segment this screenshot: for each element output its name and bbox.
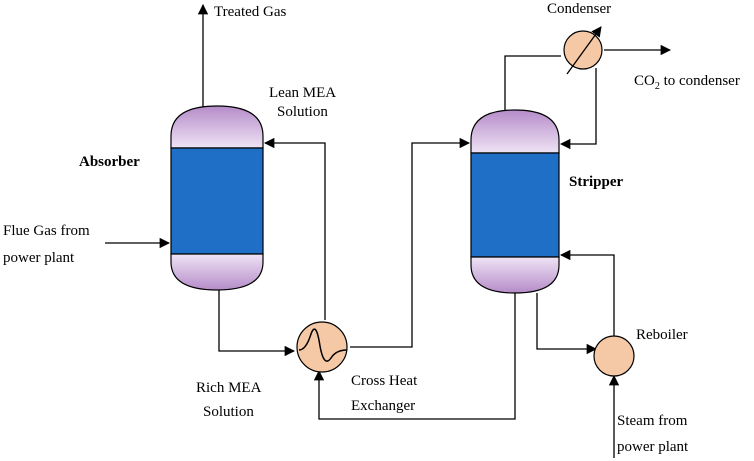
lean-mea-label-line1: Lean MEA: [269, 85, 336, 101]
condenser-exchanger: [563, 26, 603, 75]
cross-hx-label-line2: Exchanger: [351, 398, 415, 414]
rich-mea-label-line2: Solution: [203, 404, 254, 420]
lean-return-line: [313, 293, 516, 420]
cross-hx-label-line1: Cross Heat: [351, 373, 418, 389]
stripper-packed-section: [470, 152, 560, 258]
condenser-label: Condenser: [547, 1, 611, 17]
treated-gas-label: Treated Gas: [214, 4, 287, 20]
stripper-label: Stripper: [569, 174, 624, 190]
rich-mea-label-line1: Rich MEA: [196, 380, 262, 396]
stripper-vessel: [470, 109, 560, 294]
rich-mea-line: [218, 290, 296, 357]
steam-label-line1: Steam from: [617, 413, 688, 429]
hx-to-stripper-line: [350, 137, 471, 348]
overhead-vapor-line: [504, 55, 561, 110]
stripper-to-reboiler-line: [536, 293, 598, 355]
cross-heat-exchanger: [296, 321, 348, 373]
lean-mea-label-line2: Solution: [277, 104, 328, 120]
steam-label-line2: power plant: [617, 439, 689, 455]
flue-gas-label-line1: Flue Gas from: [3, 223, 90, 239]
flue-gas-label-line2: power plant: [3, 250, 75, 266]
stripper-top-cap: [470, 109, 560, 154]
cross-hx-curve-icon: [298, 328, 348, 362]
absorber-top-cap: [170, 105, 264, 149]
lean-mea-line: [263, 137, 326, 320]
co2-label: CO2 to condenser: [634, 73, 740, 92]
reboiler-exchanger: [593, 335, 635, 377]
reboiler-return-line: [559, 249, 615, 336]
reboiler-label: Reboiler: [636, 327, 688, 343]
absorber-vessel: [170, 105, 264, 291]
stripper-bottom-cap: [470, 256, 560, 294]
absorber-bottom-cap: [170, 253, 264, 291]
condenser-diagonal-arrow-icon: [566, 26, 602, 75]
absorber-label: Absorber: [79, 154, 140, 170]
absorber-packed-section: [170, 147, 264, 255]
reflux-line: [559, 68, 597, 150]
